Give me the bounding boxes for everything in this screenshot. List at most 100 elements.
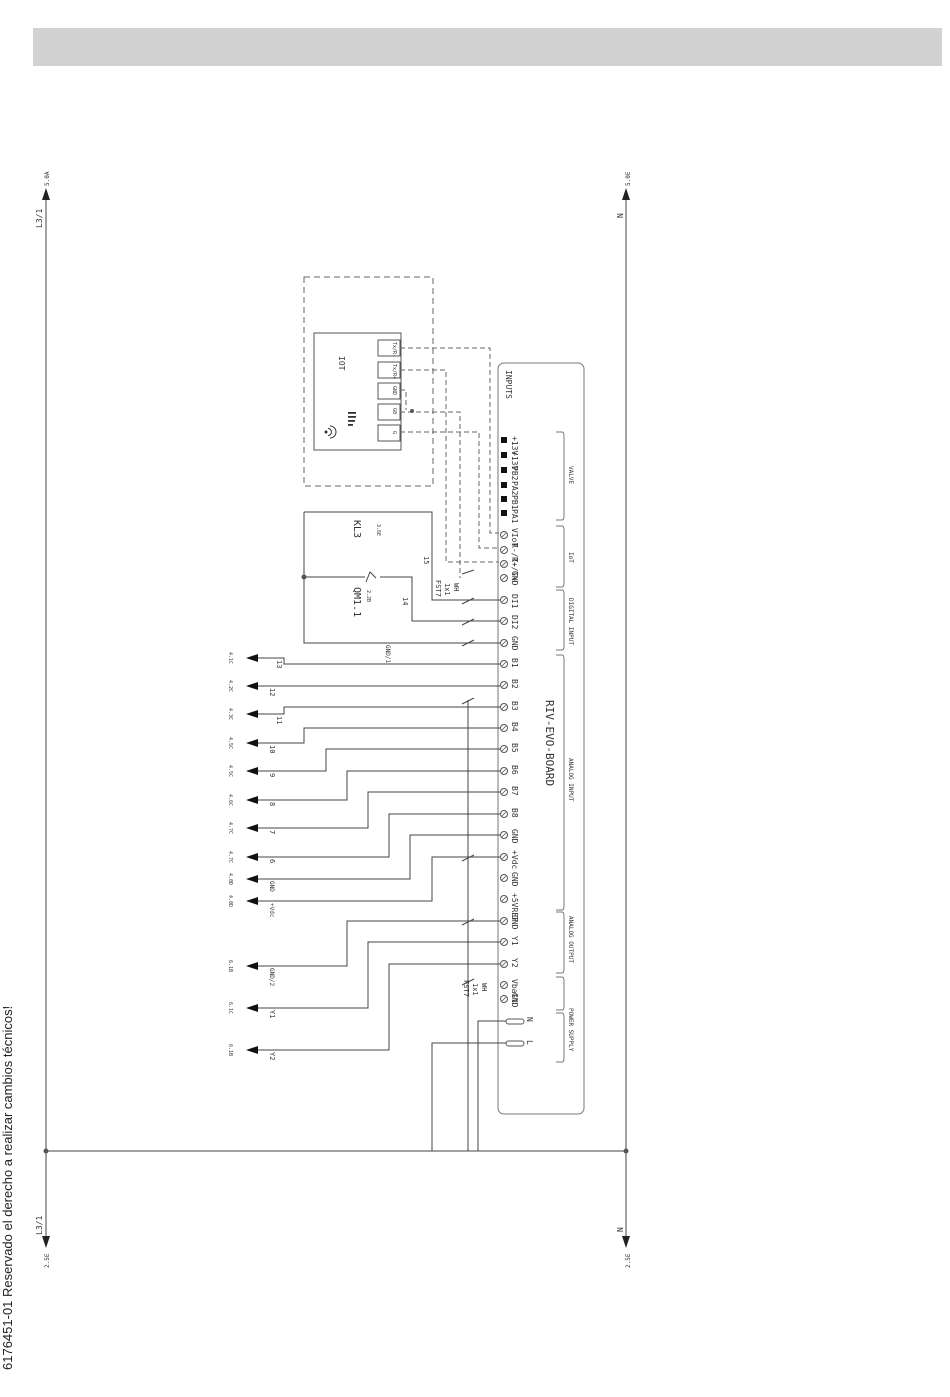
terminal-label: B4 [510,722,519,732]
valve-terminal-label: PA1 [510,509,519,524]
terminal-label: R+/T+ [510,557,519,581]
signal-label: Y2 [268,1052,276,1060]
group-label-digital-input: DIGITAL INPUT [567,598,574,645]
rail-ref: 2.5E [44,1253,51,1268]
board-outline [497,362,585,1115]
terminal-label: Y2 [510,958,519,968]
signal-arrows [246,654,258,1054]
fst-label: WH [480,983,488,991]
signal-bars-icon [348,412,356,426]
signal-label: 8 [268,802,276,806]
valve-terminal-label: PB2 [510,466,519,481]
terminal-label: GND [510,571,519,586]
terminal-label: L [525,1040,534,1045]
rail-arrows [42,188,630,1248]
header-bar [33,28,942,66]
terminal-label: B8 [510,808,519,818]
terminal-label: GND [510,915,519,930]
group-label-analog-output: ANALOG OUTPUT [567,916,574,963]
wifi-icon [324,425,337,439]
screw-slots [501,532,507,1002]
terminal-label: B3 [510,701,519,711]
valve-terminal-label: PA2 [510,481,519,496]
wire-number: 15 [422,556,430,564]
signal-ref: 4.3C [227,708,233,720]
signal-label: GND/2 [268,968,275,986]
junction-dot [410,409,414,413]
iot-pin-label: G [391,431,397,434]
gnd1-label: GND/1 [384,645,391,663]
inputs-label: INPUTS [504,370,513,399]
rail-label: N [616,1227,625,1232]
terminal-label: DI2 [510,615,519,630]
kl3-qm-wiring [303,511,500,647]
signal-label: GND [268,881,275,892]
rail-ref: 2.5E [625,1253,632,1268]
signal-label: 7 [268,830,276,834]
signal-ref: 4.5C [227,737,233,749]
signal-label: 13 [275,660,283,668]
group-label-iot: IoT [567,552,574,563]
iot-pin-label: G0 [391,408,397,414]
terminal-label: B5 [510,743,519,753]
terminal-label: B1 [510,658,519,668]
signal-label: Y1 [268,1010,276,1018]
analog-wires [256,657,506,1151]
iot-pin-boxes [377,339,401,442]
signal-label: 6 [268,859,276,863]
signal-ref: 4.6C [227,794,233,806]
iot-dashed-enclosure [303,276,434,487]
terminal-label: +5VREF [510,893,519,922]
signal-ref: 4.1C [227,652,233,664]
junction-dot [623,1148,629,1154]
terminal-label: B7 [510,786,519,796]
terminal-label: N [525,1017,534,1022]
rail-label: L3/1 [35,1216,44,1235]
rail-ref: 5.0A [44,171,51,186]
terminal-label: R-/T- [510,543,519,567]
group-label-valve: VALVE [567,466,574,484]
board-name: RIV-EVO-BOARD [543,700,556,786]
fst-label: FST7 [462,980,470,997]
rail-label: N [616,213,625,218]
terminal-label: GND [510,993,519,1008]
signal-ref: 4.5C [227,765,233,777]
iot-pin-label: Tx/R- [391,342,397,357]
terminal-label: GND [510,636,519,651]
terminal-label: Y1 [510,936,519,946]
terminal-label: Vbatt [510,979,519,1003]
signal-label: 12 [268,688,276,696]
terminal-label: GND [510,872,519,887]
wire-number: 14 [401,597,409,605]
kl3-ref: 3.6E [375,524,381,536]
fst-label: 1x1 [443,583,451,596]
terminal-label: B2 [510,679,519,689]
fst-label: 1x1 [471,983,479,996]
valve-terminal-label: PB1 [510,495,519,510]
valve-terminal-label: +13V [510,436,519,455]
group-label-power-supply: POWER SUPPLY [567,1008,574,1052]
qm-label: QM1.1 [351,587,362,617]
screw-terminals [500,531,508,1003]
signal-ref: 4.7C [227,822,233,834]
valve-terminal-label: +13V [510,451,519,470]
rail-label: L3/1 [35,209,44,228]
kl3-label: KL3 [351,520,362,538]
junction-dot [43,1148,49,1154]
fst-label: WH [452,583,460,591]
valve-terminals [501,437,507,516]
terminal-label: DI1 [510,594,519,609]
signal-ref: 4.0D [227,895,233,907]
signal-label: 11 [275,716,283,724]
fst-label: FST7 [434,580,442,597]
signal-ref: 6.1B [227,960,233,972]
iot-module-box [313,332,402,451]
signal-ref: 4.0D [227,873,233,885]
terminal-n [505,1018,525,1025]
group-label-analog-input: ANALOG INPUT [567,758,574,802]
signal-ref: 4.7C [227,851,233,863]
signal-label: 10 [268,745,276,753]
junction-dot [301,574,307,580]
terminal-label: +Vdc [510,850,519,869]
